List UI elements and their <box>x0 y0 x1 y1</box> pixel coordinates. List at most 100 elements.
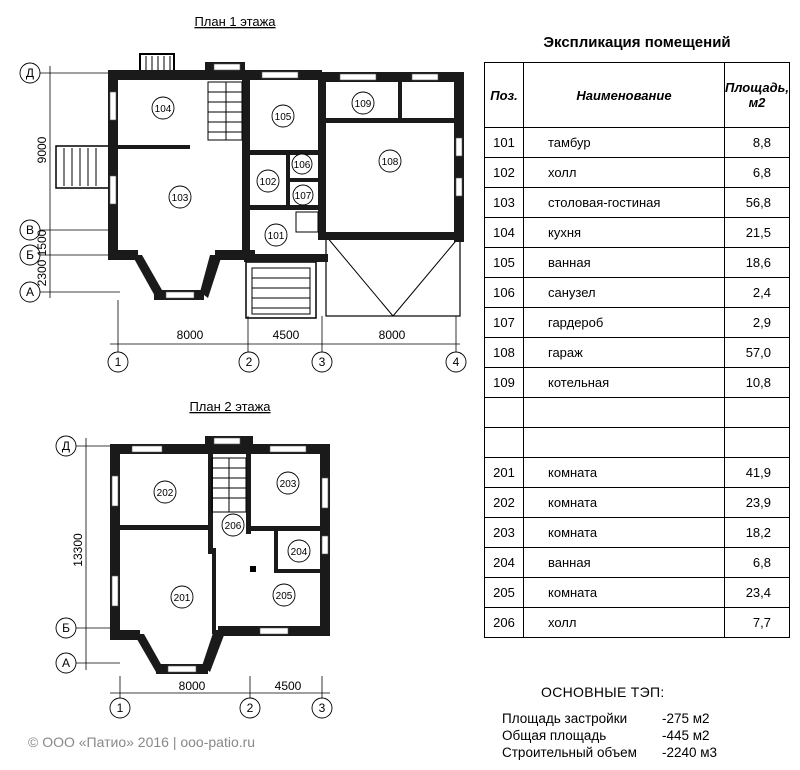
cell-name: холл <box>523 157 725 188</box>
tep-title: ОСНОВНЫЕ ТЭП: <box>541 684 665 700</box>
cell-area: 2,9 <box>724 307 790 338</box>
cell-name: столовая-гостиная <box>523 187 725 218</box>
plan2-title: План 2 этажа <box>189 399 271 414</box>
tep-value-total-area: -445 м2 <box>662 728 710 743</box>
cell-name: комната <box>523 577 725 608</box>
plan1-left-stairs <box>55 145 111 189</box>
room-105-label: 105 <box>275 112 292 123</box>
cell-area: 56,8 <box>724 187 790 218</box>
plan2-dim-8000: 8000 <box>179 679 206 693</box>
table-row <box>484 427 790 458</box>
cell-name: комната <box>523 457 725 488</box>
plan1-axis-a: А <box>26 285 34 299</box>
explication-title: Экспликация помещений <box>543 34 731 51</box>
cell-name: санузел <box>523 277 725 308</box>
room-201-label: 201 <box>174 593 191 604</box>
tep-label-volume: Строительный объем <box>502 745 637 760</box>
cell-area: 23,4 <box>724 577 790 608</box>
cell-name: ванная <box>523 547 725 578</box>
copyright: © ООО «Патио» 2016 | ooo-patio.ru <box>28 734 256 750</box>
plan2-axis-b: Б <box>62 621 70 635</box>
plan1-axis-4: 4 <box>453 355 460 369</box>
room-205-label: 205 <box>276 591 293 602</box>
plan2-axes: Д Б А 13300 8000 4500 1 2 3 <box>55 435 333 719</box>
plan2-dim-4500: 4500 <box>275 679 302 693</box>
table-row <box>484 397 790 428</box>
plan2-axis-a: А <box>62 656 70 670</box>
cell-pos: 201 <box>484 457 524 488</box>
plan1-title: План 1 этажа <box>194 14 276 29</box>
plan2-axis-3: 3 <box>319 701 326 715</box>
cell-pos: 103 <box>484 187 524 218</box>
plan1-axes: Д В Б А 9000 1500 2300 8000 4500 8000 1 … <box>19 62 467 373</box>
tep-label-build-area: Площадь застройки <box>502 711 628 726</box>
cell-area: 18,6 <box>724 247 790 278</box>
room-107-label: 107 <box>295 191 312 202</box>
cell-pos: 101 <box>484 127 524 158</box>
cell-area: 6,8 <box>724 157 790 188</box>
cell-name <box>523 427 725 458</box>
tep-value-build-area: -275 м2 <box>662 711 710 726</box>
plan1-rooms: 104 103 105 109 108 106 107 102 101 <box>151 91 402 247</box>
cell-area: 2,4 <box>724 277 790 308</box>
cell-name: гардероб <box>523 307 725 338</box>
cell-name: комната <box>523 487 725 518</box>
cell-name: ванная <box>523 247 725 278</box>
plan2-axis-1: 1 <box>117 701 124 715</box>
explication-header-row: Поз. Наименование Площадь, м2 <box>484 62 790 128</box>
cell-pos: 107 <box>484 307 524 338</box>
room-108-label: 108 <box>382 157 399 168</box>
cell-area <box>724 397 790 428</box>
plan2-dim-13300: 13300 <box>71 533 85 567</box>
cell-name: гараж <box>523 337 725 368</box>
cell-pos: 109 <box>484 367 524 398</box>
plan1-inner-stair <box>207 81 243 141</box>
plan1-axis-b: Б <box>26 248 34 262</box>
plan2-column-marker <box>250 566 256 572</box>
room-104-label: 104 <box>155 104 172 115</box>
plan1-axis-2: 2 <box>246 355 253 369</box>
room-106-label: 106 <box>294 160 311 171</box>
header-pos: Поз. <box>484 62 524 128</box>
cell-name <box>523 397 725 428</box>
plan2-axis-2: 2 <box>247 701 254 715</box>
cell-area: 41,9 <box>724 457 790 488</box>
cell-name: холл <box>523 607 725 638</box>
plan1-dim-1500: 1500 <box>35 229 49 256</box>
plan2-stair <box>211 457 247 513</box>
room-204-label: 204 <box>291 547 308 558</box>
cell-area: 21,5 <box>724 217 790 248</box>
plan1-dim-4500: 4500 <box>273 328 300 342</box>
plan2-windows <box>111 437 329 673</box>
cell-pos: 206 <box>484 607 524 638</box>
plan1-dim-9000: 9000 <box>35 136 49 163</box>
cell-area: 7,7 <box>724 607 790 638</box>
cell-pos: 204 <box>484 547 524 578</box>
room-206-label: 206 <box>225 521 242 532</box>
plan1-dim-8000b: 8000 <box>379 328 406 342</box>
room-202-label: 202 <box>157 488 174 499</box>
plan1-windows <box>109 63 463 299</box>
plan1-axis-1: 1 <box>115 355 122 369</box>
cell-area: 57,0 <box>724 337 790 368</box>
cell-pos: 102 <box>484 157 524 188</box>
cell-pos: 202 <box>484 487 524 518</box>
header-area: Площадь, м2 <box>724 62 790 128</box>
cell-pos: 104 <box>484 217 524 248</box>
cell-pos: 105 <box>484 247 524 278</box>
plan1-top-stairs <box>139 53 175 73</box>
room-203-label: 203 <box>280 479 297 490</box>
cell-pos: 108 <box>484 337 524 368</box>
cell-name: тамбур <box>523 127 725 158</box>
cell-area: 8,8 <box>724 127 790 158</box>
